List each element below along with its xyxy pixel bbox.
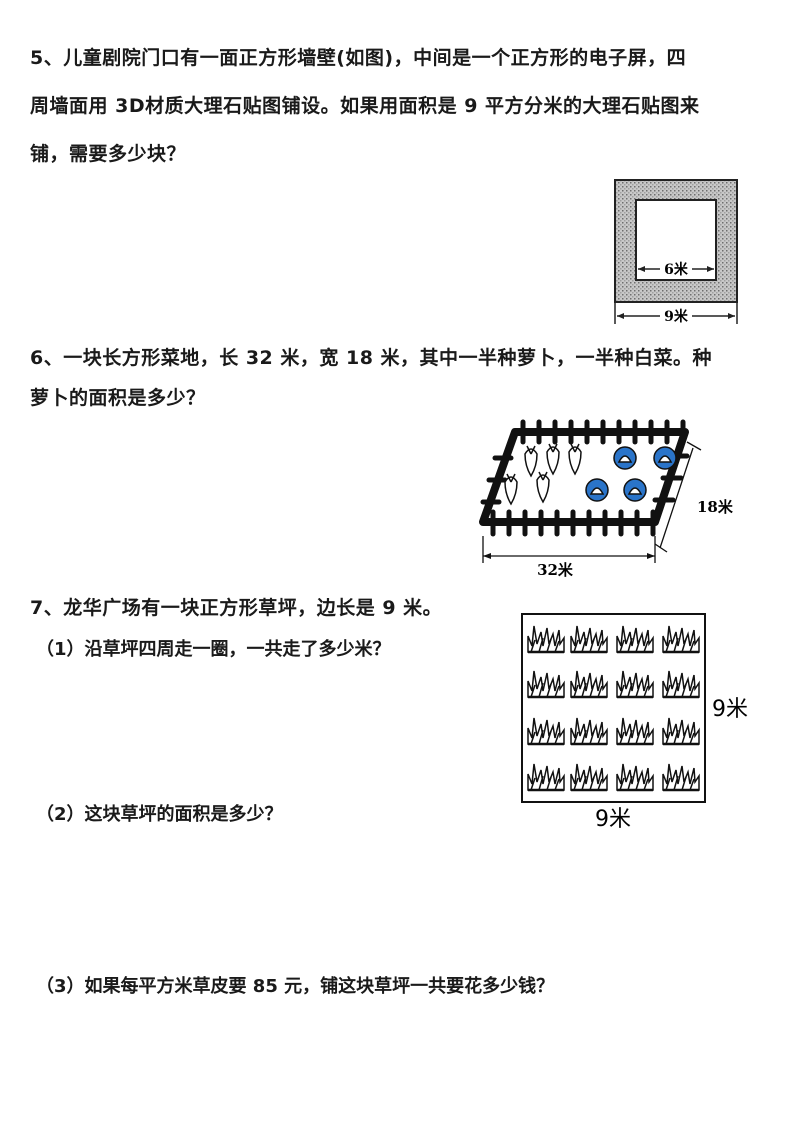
q5-text-line1: 5、儿童剧院门口有一面正方形墙壁(如图)，中间是一个正方形的电子屏，四 xyxy=(30,47,687,69)
q5-outer-label: 9米 xyxy=(664,308,689,325)
q6-length-label: 32米 xyxy=(537,561,574,579)
q7-lawn-figure: 9米 9米 xyxy=(521,613,748,832)
q5-text-line2: 周墙面用 3D材质大理石贴图铺设。如果用面积是 9 平方分米的大理石贴图来 xyxy=(30,95,700,117)
q7-part2: （2）这块草坪的面积是多少？ xyxy=(36,804,283,825)
q7-bottom-label: 9米 xyxy=(595,807,631,832)
q7-part1: （1）沿草坪四周走一圈，一共走了多少米？ xyxy=(36,639,391,660)
q7-side-label: 9米 xyxy=(712,697,748,722)
q6-garden-figure: 18米 32米 xyxy=(479,419,734,579)
q7-text-line1: 7、龙华广场有一块正方形草坪，边长是 9 米。 xyxy=(30,597,443,619)
q5-inner-label: 6米 xyxy=(664,261,689,278)
q5-text-line3: 铺，需要多少块？ xyxy=(30,143,187,165)
q7-part3: （3）如果每平方米草皮要 85 元，铺这块草坪一共要花多少钱？ xyxy=(36,976,555,997)
q6-cabbage-icons xyxy=(585,446,677,502)
q5-wall-figure: 6米 9米 xyxy=(614,179,738,325)
q6-text-line1: 6、一块长方形菜地，长 32 米，宽 18 米，其中一半种萝卜，一半种白菜。种 xyxy=(30,347,713,369)
q6-radish-icons xyxy=(504,443,582,506)
q6-text-line2: 萝卜的面积是多少？ xyxy=(30,387,206,409)
q6-width-label: 18米 xyxy=(697,498,734,516)
